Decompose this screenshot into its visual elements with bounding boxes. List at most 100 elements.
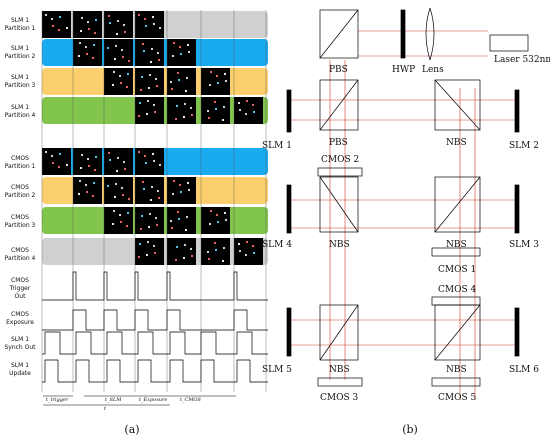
slm-speckle [51,24,55,28]
slm-speckle [222,105,226,109]
cmos-speckle [252,251,256,255]
slm-speckle [221,118,225,122]
cmos-speckle [118,213,122,217]
slm-speckle [157,58,161,62]
slm-speckle [244,112,248,116]
slm-speckle [172,41,176,45]
cmos-tile [104,207,133,234]
cmos-p2-label1: CMOS [11,184,29,191]
cmos-speckle [116,156,120,160]
cmos-p1-label2: Partition 1 [5,163,36,170]
slm-speckle [144,24,148,28]
cmos2-sensor [317,167,363,177]
slm-speckle [139,88,143,92]
waveform [42,359,268,383]
nbs-top-cube [434,79,481,131]
cmos-p1-label1: CMOS [11,155,29,162]
cmos-speckle [177,217,181,221]
cmos-speckle [77,192,81,196]
cmos-tile [234,238,263,265]
cmos4-label: CMOS 4 [438,285,477,295]
slm-tile [73,11,102,38]
pbs-top-cube [319,9,359,59]
cmos-speckle [144,161,148,165]
cmos-speckle [251,244,255,248]
slm-tile [167,39,196,66]
slm-speckle [174,117,178,121]
slm-speckle [79,29,83,33]
cmos-speckle [215,213,219,217]
cmos3-sensor [317,377,363,387]
slm-speckle [213,100,217,104]
cmos-speckle [139,227,143,231]
cmos-speckle [121,193,125,197]
cmos-tile [73,148,102,175]
slm-speckle [87,27,91,31]
slm-speckle [119,81,123,85]
cmos-speckle [58,152,62,156]
slm2-bar [514,89,520,133]
t-total-label: t [104,406,107,412]
slm-speckle [176,71,180,75]
slm-speckle [57,28,61,32]
lens-label: Lens [422,65,444,75]
cmos5-label: CMOS 5 [438,393,477,403]
slm-speckle [121,55,125,59]
cmos-speckle [123,167,127,171]
slm-speckle [154,77,158,81]
sig-update-l1: SLM 1 [11,362,29,369]
slm-tile [104,68,133,95]
cmos-speckle [174,258,178,262]
slm-speckle [125,85,129,89]
slm-speckle [175,104,179,108]
cmos-speckle [244,253,248,257]
cmos-speckle [213,241,217,245]
cmos5-sensor [431,377,481,387]
slm3-bar [514,184,520,234]
slm-speckle [155,84,159,88]
slm1-label: SLM 1 [262,141,292,151]
cmos-speckle [147,225,151,229]
cmos-p4-label2: Partition 4 [5,255,36,262]
cmos-speckle [93,168,97,172]
slm4-bar [286,184,292,234]
cmos-speckle [190,254,194,258]
slm-speckle [138,101,142,105]
slm-speckle [177,78,181,82]
slm-speckle [86,20,90,24]
slm5-label: SLM 5 [262,365,292,375]
cmos-speckle [127,197,131,201]
cmos-speckle [184,228,188,232]
nbs-left-label: NBS [329,240,350,250]
slm-speckle [114,44,118,48]
slm1-p1-label1: SLM 1 [11,17,29,24]
cmos-speckle [149,198,153,202]
cmos-p3-label1: CMOS [11,214,29,221]
sig-synch-l2: Synch Out [4,344,36,351]
nbs-top-label: NBS [446,138,467,148]
cmos-speckle [216,220,220,224]
sig-trigger-l3: Out [15,293,27,300]
cmos-tile [135,238,164,265]
cmos-p2-label2: Partition 2 [5,192,36,199]
slm-speckle [147,86,151,90]
beam-paths [290,30,515,400]
slm-speckle [152,103,156,107]
slm-speckle [206,109,210,113]
waveform [42,271,268,301]
cmos-speckle [122,160,126,164]
cmos-speckle [94,155,98,159]
slm1-bar [286,89,292,133]
cmos-speckle [111,222,115,226]
cmos-speckle [171,192,175,196]
slm1-p4-label2: Partition 4 [5,112,36,119]
slm-speckle [149,60,153,64]
slm-speckle [84,45,88,49]
cmos-speckle [245,240,249,244]
caption-a: (a) [124,423,139,436]
sig-trigger-l2: Trigger [9,285,31,292]
slm-speckle [152,22,156,26]
cmos1-label: CMOS 1 [438,265,476,275]
cmos-speckle [209,209,213,213]
